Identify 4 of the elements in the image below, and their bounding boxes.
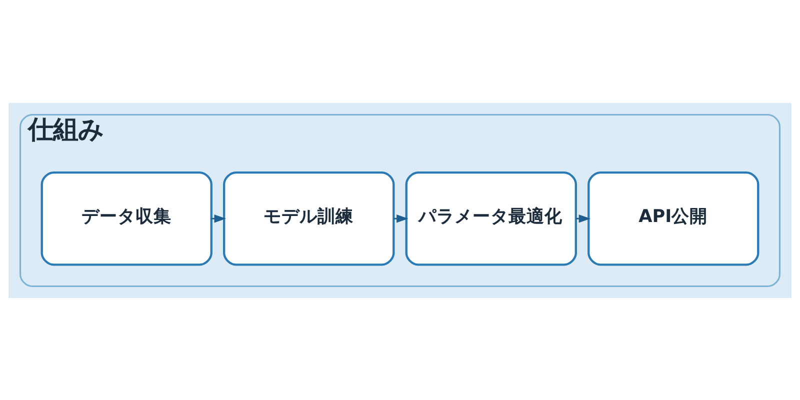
node-box: データ収集 [40,171,212,266]
node-box: モデル訓練 [223,171,395,266]
node-box: API公開 [588,171,760,266]
node-box: パラメータ最適化 [405,171,577,266]
